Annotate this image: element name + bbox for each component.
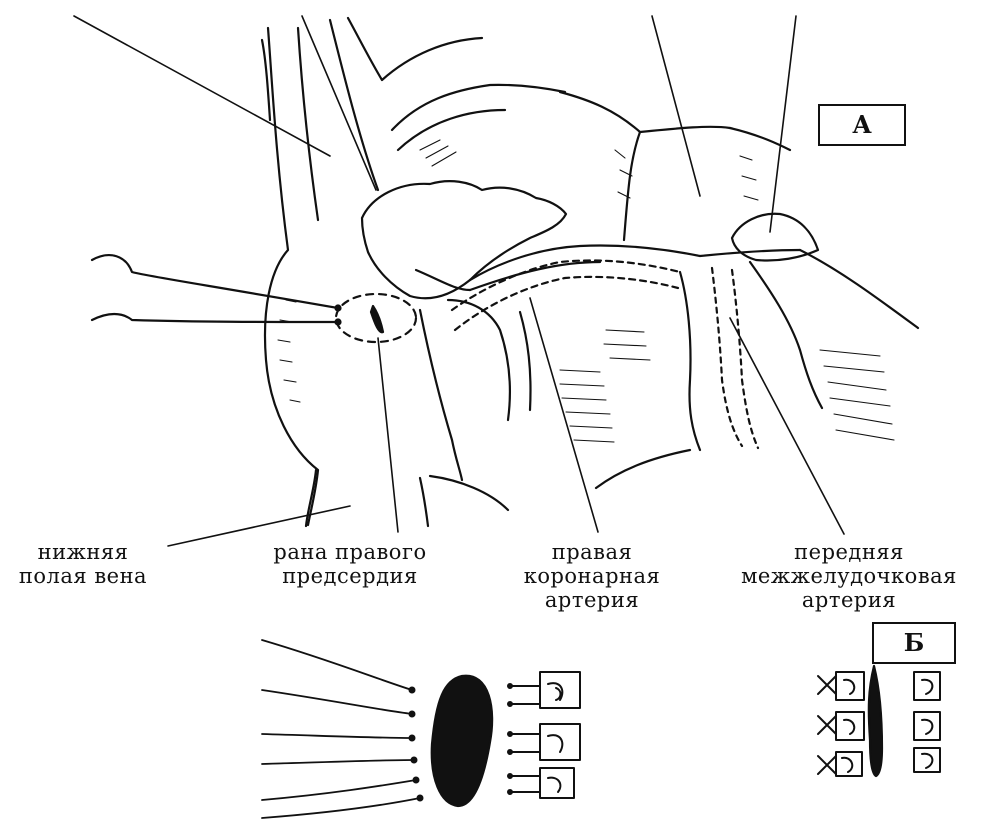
label-anterior-interventricular-artery: передняя межжелудочковая артерия (704, 540, 994, 612)
ventricle-hatching (278, 140, 894, 442)
clamp-jaws (92, 255, 341, 324)
suture-left-diagram (262, 640, 580, 818)
pledgets-right-row (914, 672, 940, 772)
heart-drawing (262, 18, 918, 526)
suture-threads (262, 640, 420, 818)
pledget-sutures-left (510, 672, 580, 798)
closed-wound (869, 666, 882, 776)
pledgets-left-row (818, 672, 864, 776)
label-inferior-vena-cava: нижняя полая вена (8, 540, 158, 588)
suture-right-diagram (818, 666, 940, 776)
wound-incision (432, 676, 492, 806)
label-atrial-wound: рана правого предсердия (250, 540, 450, 588)
label-right-coronary-artery: правая коронарная артерия (492, 540, 692, 612)
atrial-wound (336, 294, 416, 342)
panel-b-label: Б (872, 622, 956, 664)
panel-a-label: А (818, 104, 906, 146)
wound-slit (371, 306, 383, 332)
